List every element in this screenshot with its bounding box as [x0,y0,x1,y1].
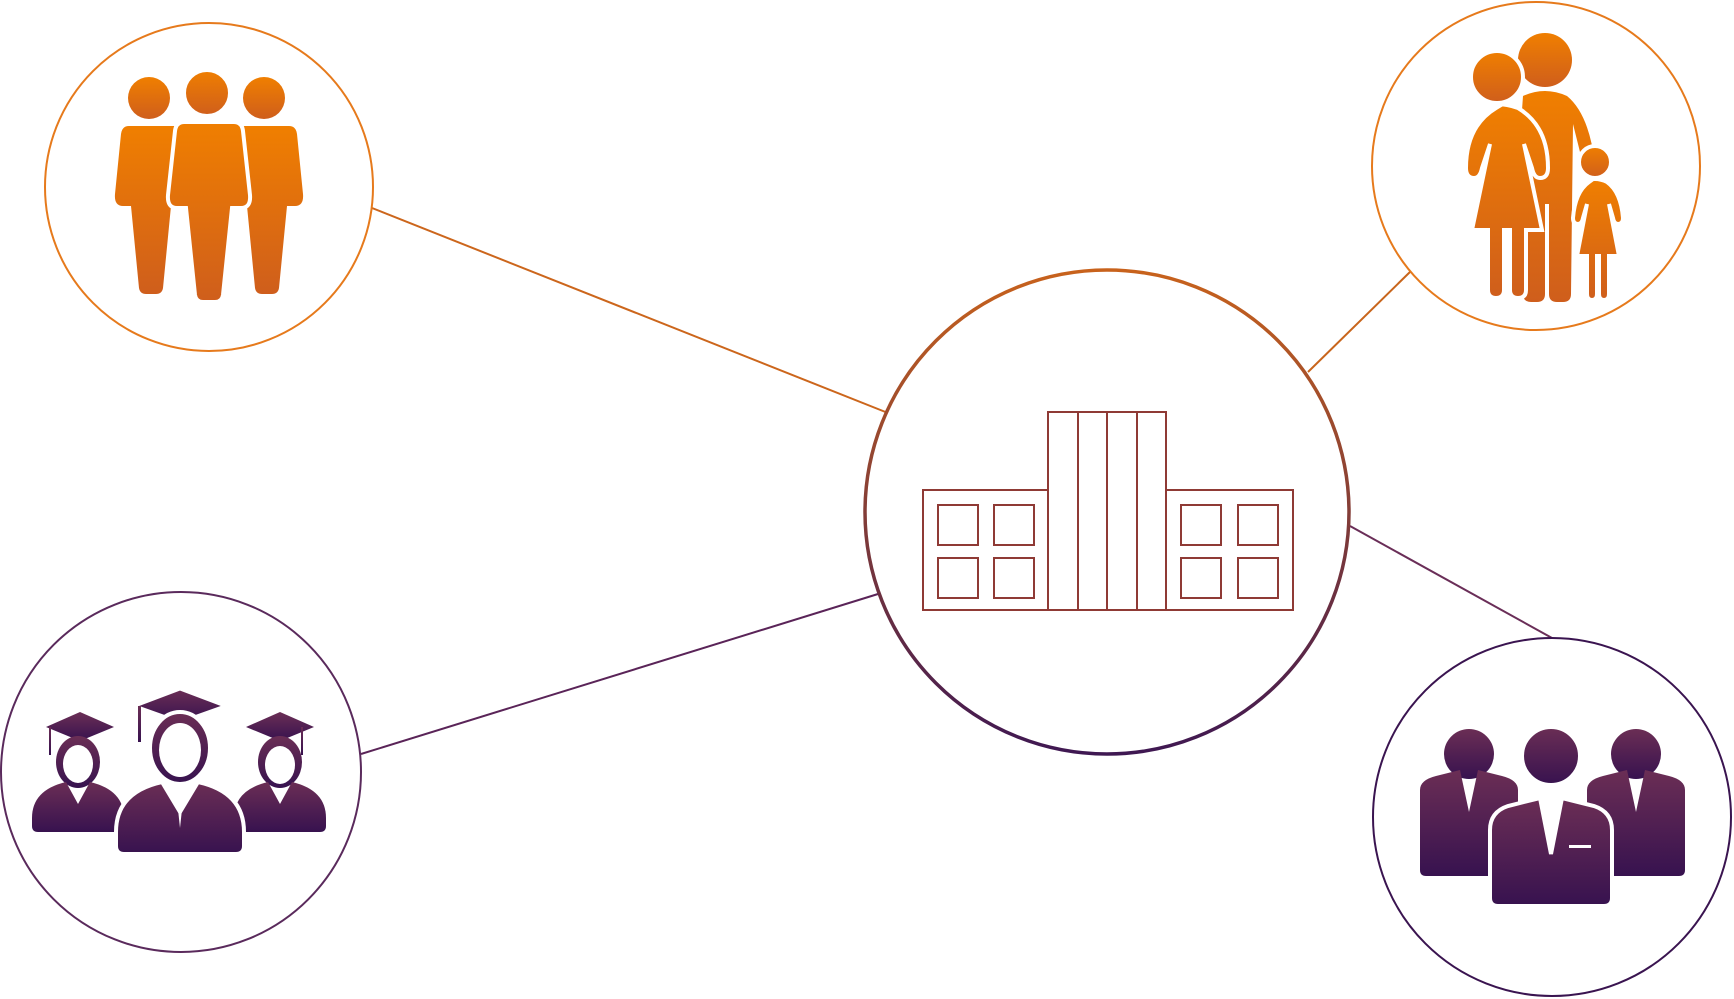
business-team-icon [1420,725,1685,908]
connector-graduates [360,593,879,755]
family-node [1371,1,1701,331]
business-team-circle [1372,637,1732,997]
hub-node [863,268,1351,756]
graduates-node [0,591,362,953]
connector-people-group [371,207,889,414]
school-building-icon [922,411,1294,611]
people-group-icon [114,68,304,304]
people-group-node [44,22,374,352]
business-team-node [1372,637,1732,997]
connector-family [1307,269,1413,373]
graduates-icon [32,687,326,856]
connector-lines [360,207,1553,755]
connector-business-team [1349,525,1553,639]
family-icon [1463,33,1626,303]
